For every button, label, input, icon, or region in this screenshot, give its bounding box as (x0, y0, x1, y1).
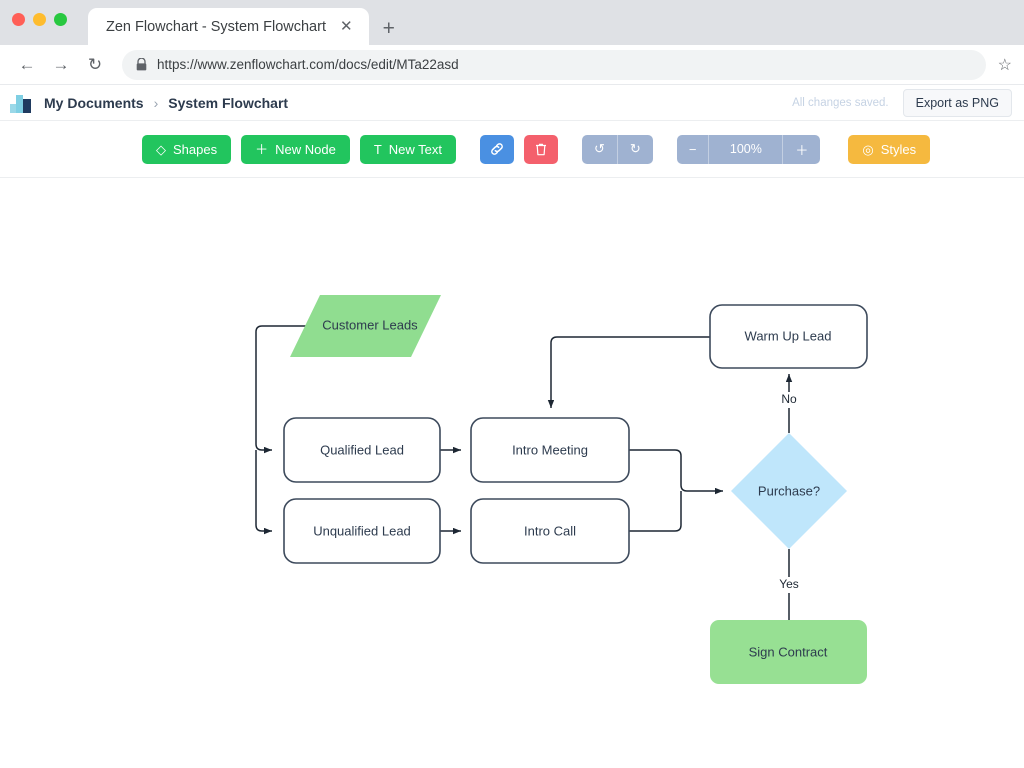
node-unqualified-lead[interactable]: Unqualified Lead (283, 498, 441, 564)
zoom-in-button[interactable]: ＋ (795, 142, 809, 158)
link-button[interactable] (480, 134, 514, 164)
minimize-window-button[interactable] (33, 13, 46, 26)
zoom-level-value[interactable]: 100% (709, 134, 784, 164)
qualified-lead-shape (283, 417, 441, 483)
warm-up-lead-label: Warm Up Lead (745, 328, 832, 343)
tab-bar: Zen Flowchart - System Flowchart ✕ + (0, 0, 1024, 45)
redo-button[interactable]: ↻ (629, 141, 641, 156)
intro-call-label: Intro Call (524, 523, 576, 538)
node-intro-call[interactable]: Intro Call (470, 498, 630, 564)
edge-label-layer: No Yes (774, 392, 804, 593)
export-as-png-button[interactable]: Export as PNG (902, 88, 1012, 117)
sign-contract-shape (710, 620, 867, 684)
purchase-decision-label: Purchase? (758, 483, 820, 498)
shapes-button-label: Shapes (173, 141, 218, 157)
undo-button[interactable]: ↺ (582, 134, 618, 164)
edge-label-no: No (781, 392, 797, 406)
breadcrumb-separator: › (153, 94, 159, 111)
edge-customer-leads-to-unqualified (255, 450, 272, 535)
qualified-lead-label: Qualified Lead (320, 442, 404, 457)
yes-label-bg (774, 577, 804, 593)
app-header: My Documents › System Flowchart All chan… (0, 85, 1024, 121)
breadcrumb-my-documents[interactable]: My Documents (44, 94, 144, 111)
maximize-window-button[interactable] (54, 13, 67, 26)
sign-contract-label: Sign Contract (749, 644, 828, 659)
edge-intro-call-to-purchase (629, 491, 682, 532)
trash-icon (536, 143, 546, 155)
node-qualified-lead[interactable]: Qualified Lead (283, 417, 441, 483)
edge-customer-leads-to-qualified (255, 325, 316, 454)
palette-icon: ◎ (862, 141, 874, 157)
node-sign-contract[interactable]: Sign Contract (710, 620, 867, 684)
zen-flowchart-logo (10, 93, 32, 113)
browser-tab[interactable]: Zen Flowchart - System Flowchart ✕ (88, 8, 369, 45)
node-layer: Customer Leads Qualified Lead Unqualifie… (283, 295, 868, 684)
warm-up-lead-shape (709, 304, 868, 369)
edge-label-yes: Yes (779, 577, 799, 591)
window-controls (12, 13, 67, 26)
node-warm-up-lead[interactable]: Warm Up Lead (709, 304, 868, 369)
bookmark-star-icon[interactable]: ☆ (997, 56, 1012, 74)
url-text: https://www.zenflowchart.com/docs/edit/M… (157, 57, 459, 72)
customer-leads-label: Customer Leads (322, 317, 418, 332)
new-text-button[interactable]: T New Text (359, 134, 456, 164)
styles-button[interactable]: ◎ Styles (848, 134, 931, 164)
close-tab-icon[interactable]: ✕ (339, 18, 353, 35)
text-icon: T (373, 141, 382, 157)
purchase-decision-shape (731, 433, 847, 549)
node-intro-meeting[interactable]: Intro Meeting (470, 417, 630, 483)
url-input[interactable]: https://www.zenflowchart.com/docs/edit/M… (122, 49, 986, 80)
zoom-out-button[interactable]: − (677, 134, 710, 164)
node-customer-leads[interactable]: Customer Leads (290, 295, 441, 357)
address-bar-row: ← → ↻ https://www.zenflowchart.com/docs/… (0, 45, 1024, 85)
lock-icon (136, 58, 147, 71)
editor-toolbar: ◇ Shapes ＋ New Node T New Text ↺ ↻ (0, 121, 1024, 178)
styles-button-label: Styles (880, 141, 917, 157)
intro-meeting-shape (470, 417, 630, 483)
diamond-icon: ◇ (156, 141, 166, 157)
flowchart-svg: Customer Leads Qualified Lead Unqualifie… (255, 295, 868, 684)
customer-leads-shape (290, 295, 441, 357)
flowchart-canvas[interactable]: Customer Leads Qualified Lead Unqualifie… (0, 178, 1024, 768)
breadcrumb-current-document: System Flowchart (168, 94, 289, 111)
edge-layer (255, 325, 793, 648)
forward-icon[interactable]: → (52, 54, 70, 74)
history-button-group: ↺ ↻ (582, 134, 653, 164)
new-text-button-label: New Text (388, 141, 442, 157)
reload-icon[interactable]: ↻ (87, 54, 103, 74)
link-icon (491, 143, 503, 155)
edge-warm-up-to-intro-meeting (547, 336, 710, 408)
delete-button[interactable] (524, 134, 558, 164)
save-status-text: All changes saved. (792, 96, 889, 109)
intro-meeting-label: Intro Meeting (512, 442, 588, 457)
plus-icon: ＋ (255, 141, 269, 157)
tab-title: Zen Flowchart - System Flowchart (106, 18, 326, 35)
edge-intro-meeting-to-purchase (629, 449, 723, 495)
new-tab-button[interactable]: + (382, 17, 395, 40)
close-window-button[interactable] (12, 13, 25, 26)
unqualified-lead-shape (283, 498, 441, 564)
shapes-button[interactable]: ◇ Shapes (142, 134, 232, 164)
node-purchase-decision[interactable]: Purchase? (731, 433, 847, 549)
unqualified-lead-label: Unqualified Lead (313, 523, 411, 538)
zoom-button-group: − 100% ＋ (676, 134, 821, 164)
intro-call-shape (470, 498, 630, 564)
new-node-button-label: New Node (275, 141, 336, 157)
back-icon[interactable]: ← (18, 54, 36, 74)
header-actions: All changes saved. Export as PNG (792, 88, 1012, 117)
new-node-button[interactable]: ＋ New Node (241, 134, 350, 164)
no-label-bg (776, 392, 802, 408)
